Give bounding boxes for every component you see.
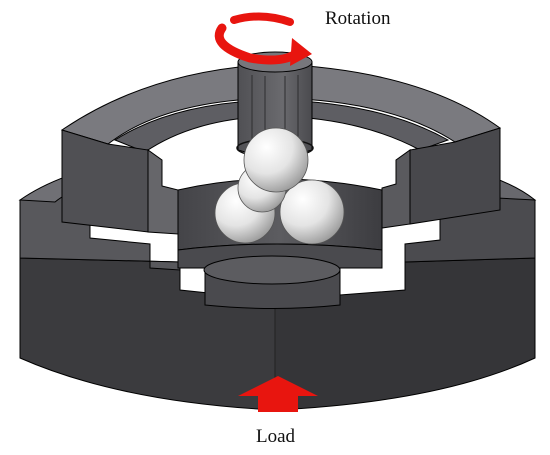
rotation-label: Rotation — [325, 8, 391, 29]
ball-bottom-right — [279, 179, 345, 245]
upper-ring-holder — [60, 63, 502, 235]
ball-top — [243, 127, 309, 193]
up-arrow-icon — [238, 376, 318, 412]
curved-rotation-arrow-icon — [214, 12, 312, 66]
test-balls — [214, 127, 345, 245]
load-label: Load — [256, 426, 296, 447]
